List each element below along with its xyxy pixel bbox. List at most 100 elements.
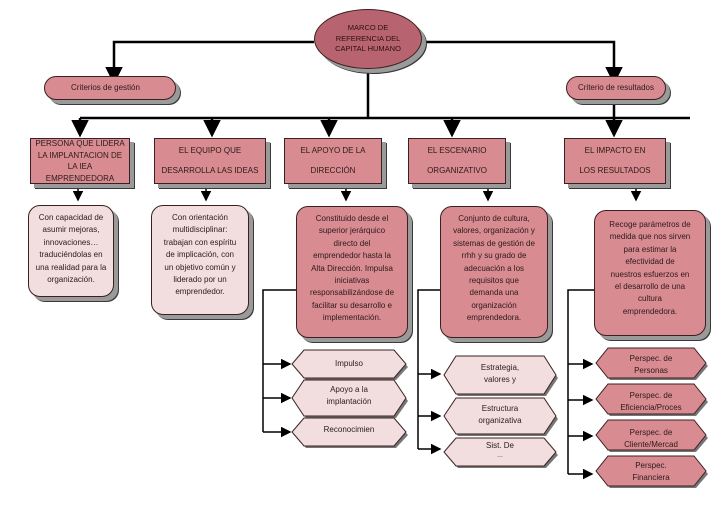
desc-line: traduciéndolas en <box>39 250 103 260</box>
hex-shape <box>595 455 708 488</box>
desc-line: organización <box>471 300 517 310</box>
root-line: CAPITAL HUMANO <box>335 44 401 54</box>
desc-line: emprendedora. <box>466 313 522 323</box>
desc-line: innovaciones… <box>43 237 99 247</box>
desc-line: medida que nos sirven <box>609 232 691 242</box>
hex-shape <box>595 347 708 380</box>
root-node: MARCO DE REFERENCIA DEL CAPITAL HUMANO <box>314 9 422 69</box>
desc-line: organización. <box>47 275 95 285</box>
desc-line: valores, organización y <box>453 226 535 236</box>
desc-line: liderado por un <box>173 275 227 285</box>
hex-line: implantación <box>326 397 372 406</box>
hex-shape <box>291 349 408 380</box>
desc-line: el desarrollo de una <box>614 282 686 292</box>
desc-line: implementación. <box>322 313 382 323</box>
hex-line: Impulso <box>334 359 363 368</box>
desc-line: iniciativas <box>334 276 370 286</box>
hex-line: Perspec. de <box>629 391 673 400</box>
desc-persona: Con capacidad de asumir mejoras, innovac… <box>28 205 114 297</box>
header-line: DESARROLLA LAS IDEAS <box>161 166 259 175</box>
hex-line: Perspec. de <box>629 428 673 437</box>
hex-sistemas: Sist. De … <box>443 437 558 468</box>
header-resultados: EL IMPACTO EN LOS RESULTADOS <box>564 138 666 184</box>
hex-estrategia: Estrategia, valores y <box>443 355 558 396</box>
hex-shape <box>595 419 708 452</box>
criteria-gestion: Criterios de gestión <box>44 76 176 100</box>
criteria-resultados: Criterio de resultados <box>566 76 666 100</box>
desc-line: requisitos que <box>469 276 519 286</box>
desc-line: directo del <box>333 238 371 248</box>
desc-line: nuestros esfuerzos en <box>610 269 690 279</box>
desc-line: Con orientación <box>171 213 229 222</box>
hex-line: Financiera <box>632 473 670 482</box>
header-direccion: EL APOYO DE LA DIRECCIÓN <box>284 138 382 184</box>
header-line: LA IMPLANTACION DE <box>37 150 123 160</box>
desc-line: asumir mejoras, <box>42 225 100 235</box>
hex-line: Estrategia, <box>480 363 520 372</box>
desc-line: cultura <box>637 294 662 304</box>
header-line: EL IMPACTO EN <box>584 146 646 155</box>
hex-cliente: Perspec. de Cliente/Mercad <box>595 419 708 452</box>
hex-apoyo: Apoyo a la implantación <box>291 379 408 418</box>
header-line: EL EQUIPO QUE <box>178 146 242 155</box>
hex-line: valores y <box>483 375 516 384</box>
hex-line: Apoyo a la <box>330 385 368 394</box>
desc-line: Constituido desde el <box>315 214 389 223</box>
desc-line: un objetivo común y <box>164 262 236 272</box>
criteria-resultados-label: Criterio de resultados <box>577 83 655 93</box>
hex-line: Eficiencia/Proces <box>620 403 682 412</box>
hex-line: organizativa <box>478 416 522 425</box>
desc-line: responsabilizándose de <box>309 288 395 298</box>
desc-line: emprendedora. <box>622 306 678 316</box>
criteria-gestion-label: Criterios de gestión <box>71 83 140 93</box>
hex-personas: Perspec. de Personas <box>595 347 708 380</box>
hex-reconocimiento: Reconocimien <box>291 417 408 448</box>
hex-line: Estructura <box>481 404 519 413</box>
hex-financiera: Perspec. Financiera <box>595 455 708 488</box>
hex-line: Perspec. de <box>629 354 673 363</box>
header-line: LOS RESULTADOS <box>579 166 651 175</box>
desc-line: demanda una <box>469 288 519 298</box>
header-line: EL APOYO DE LA <box>300 146 366 155</box>
header-line: ORGANIZATIVO <box>427 166 487 175</box>
hex-line: Perspec. <box>635 461 667 470</box>
desc-line: emprendedor hasta la <box>313 251 391 261</box>
header-line: LA IEA EMPRENDEDORA <box>45 162 115 183</box>
header-equipo: EL EQUIPO QUE DESARROLLA LAS IDEAS <box>154 138 266 184</box>
desc-line: Con capacidad de <box>38 213 104 222</box>
desc-line: adecuación a los <box>463 263 525 273</box>
desc-line: multidisciplinar: <box>172 225 228 235</box>
hex-estructura: Estructura organizativa <box>443 397 558 436</box>
header-line: DIRECCIÓN <box>310 166 356 175</box>
desc-line: rrhh y su grado de <box>461 251 527 261</box>
desc-line: trabajan con espíritu <box>163 237 237 247</box>
hex-shape <box>291 417 408 448</box>
desc-line: efectividad de <box>625 257 675 267</box>
header-line: EL ESCENARIO <box>427 146 487 155</box>
desc-line: Conjunto de cultura, <box>458 214 530 223</box>
hex-shape <box>443 437 558 468</box>
desc-line: Recoge parámetros de <box>609 220 691 229</box>
hex-shape <box>443 355 558 396</box>
hex-line: Sist. De <box>485 441 514 450</box>
hex-line: Reconocimien <box>323 425 375 434</box>
hex-shape <box>291 379 408 418</box>
root-line: MARCO DE <box>347 23 389 33</box>
header-escenario: EL ESCENARIO ORGANIZATIVO <box>408 138 506 184</box>
desc-escenario: Conjunto de cultura, valores, organizaci… <box>440 206 548 338</box>
root-line: REFERENCIA DEL <box>335 33 401 43</box>
hex-line: … <box>497 453 503 459</box>
hex-shape <box>443 397 558 436</box>
desc-equipo: Con orientación multidisciplinar: trabaj… <box>151 205 249 315</box>
desc-line: Alta Dirección. Impulsa <box>311 263 393 273</box>
hex-eficiencia: Perspec. de Eficiencia/Proces <box>595 383 708 416</box>
desc-line: superior jerárquico <box>318 226 386 236</box>
desc-line: emprendedor. <box>175 287 225 297</box>
desc-line: facilitar su desarrollo e <box>311 300 393 310</box>
desc-line: de implicación, con <box>165 250 235 260</box>
hex-line: Personas <box>634 366 668 375</box>
desc-direccion: Constituido desde el superior jerárquico… <box>296 206 408 338</box>
desc-resultados: Recoge parámetros de medida que nos sirv… <box>594 210 706 336</box>
